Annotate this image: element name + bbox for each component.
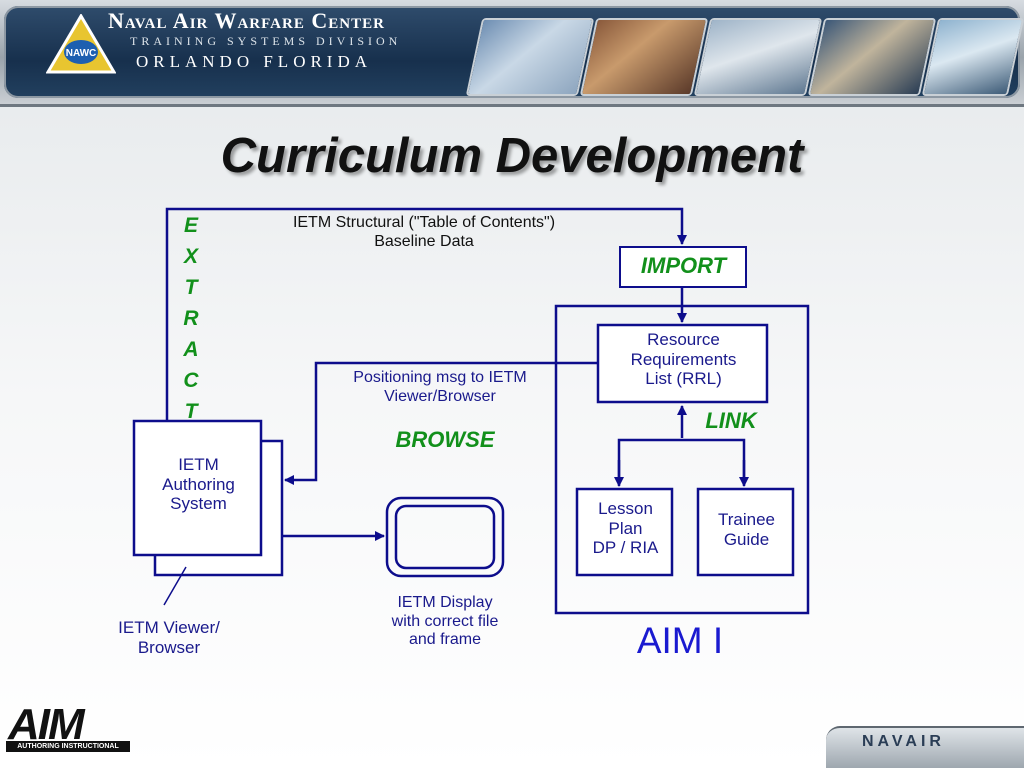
- extract-letter: T: [184, 400, 198, 423]
- ietm-display-screen: [385, 496, 505, 578]
- extract-letter: A: [183, 338, 199, 361]
- nawc-logo-icon: NAWC: [46, 14, 116, 74]
- trainee-guide-box: [696, 487, 795, 577]
- structural-data-label: IETM Structural ("Table of Contents") Ba…: [292, 214, 556, 250]
- import-box: [619, 246, 747, 288]
- link-label: LINK: [705, 408, 757, 433]
- extract-label: E X T R A C T: [178, 210, 204, 427]
- rrl-label: Resource Requirements List (RRL): [630, 330, 737, 389]
- trainee-guide-label: Trainee Guide: [717, 510, 775, 549]
- browse-label: BROWSE: [395, 427, 495, 452]
- viewer-pointer-line: [163, 566, 187, 606]
- extract-letter: E: [183, 214, 198, 237]
- svg-text:NAWC: NAWC: [66, 48, 97, 59]
- division-title: TRAINING SYSTEMS DIVISION: [130, 34, 402, 48]
- positioning-connector: [284, 361, 598, 485]
- extract-letter: C: [183, 369, 199, 392]
- header-banner: NAWC Naval Air Warfare Center TRAINING S…: [0, 0, 1024, 107]
- import-label: IMPORT: [640, 253, 727, 278]
- aim-label: AIM I: [636, 620, 724, 661]
- page-title: Curriculum Development: [220, 129, 804, 183]
- aim-logo: AIM: [8, 700, 85, 749]
- aim-logo-subtitle: AUTHORING INSTRUCTIONAL MATERIALS: [6, 741, 130, 761]
- aim-container-box: [554, 304, 810, 615]
- extract-connector: [165, 207, 687, 421]
- navair-logo: NAVAIR: [862, 733, 945, 750]
- extract-letter: T: [184, 276, 198, 299]
- positioning-msg-label: Positioning msg to IETM Viewer/Browser: [353, 369, 527, 405]
- ietm-display-inner: [394, 504, 496, 570]
- branch-connector: [617, 438, 746, 484]
- authoring-system-box: [132, 419, 263, 557]
- viewer-browser-label: IETM Viewer/ Browser: [118, 618, 220, 657]
- org-title: Naval Air Warfare Center: [108, 8, 385, 33]
- lesson-plan-label: Lesson Plan DP / RIA: [592, 499, 659, 558]
- extract-letter: R: [183, 307, 199, 330]
- authoring-system-label: IETM Authoring System: [162, 455, 235, 514]
- lesson-plan-box: [575, 487, 674, 577]
- ietm-display-label: IETM Display with correct file and frame: [391, 594, 499, 649]
- extract-letter: X: [183, 245, 198, 268]
- navair-footer-tab: [826, 726, 1024, 768]
- location-title: ORLANDO FLORIDA: [136, 52, 373, 71]
